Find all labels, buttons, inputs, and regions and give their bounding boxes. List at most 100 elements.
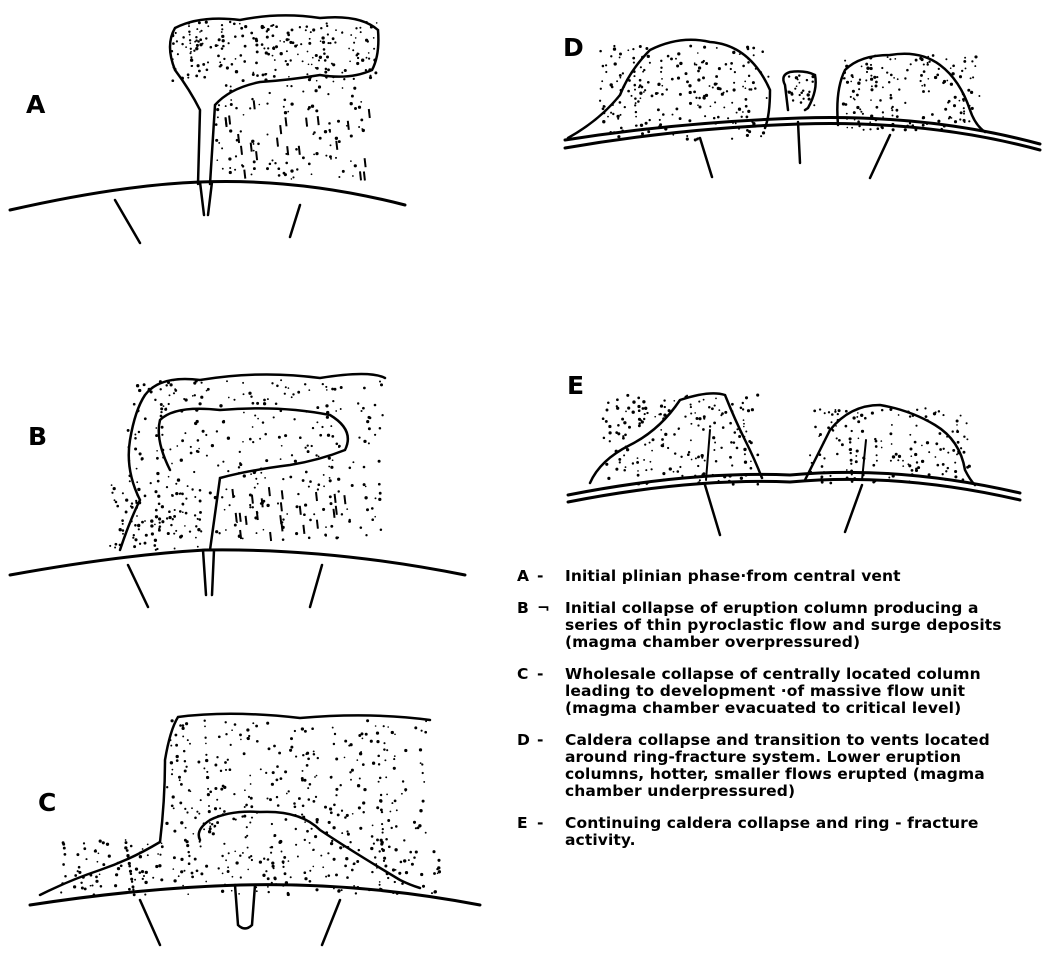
stipple-dot: [266, 722, 269, 725]
stipple-dot: [279, 840, 282, 843]
panel-label-a: A: [26, 92, 45, 117]
stipple-dot: [371, 507, 374, 510]
stipple-dot: [234, 524, 237, 527]
stipple-dot: [229, 768, 232, 771]
stipple-dot: [963, 60, 966, 63]
stipple-dot: [732, 483, 735, 486]
stipple-dot: [263, 858, 265, 860]
stipple-dot: [225, 84, 228, 87]
stipple-dot: [363, 483, 366, 486]
stipple-dot: [195, 39, 197, 41]
stipple-dot: [197, 546, 199, 548]
stipple-dot: [287, 31, 290, 34]
stipple-dot: [651, 468, 653, 470]
stipple-dot: [396, 809, 398, 811]
stipple-dot: [263, 402, 266, 405]
stipple-dot: [77, 870, 79, 872]
stipple-dot: [366, 719, 369, 722]
stipple-dot: [203, 828, 205, 830]
stipple-dot: [350, 102, 353, 105]
stipple-dot: [330, 842, 333, 845]
stipple-dot: [752, 47, 755, 50]
stipple-dot: [413, 856, 416, 859]
stipple-dot: [738, 128, 740, 130]
fallout-streak: [251, 143, 252, 152]
stipple-dot: [376, 806, 379, 809]
stipple-dot: [174, 734, 177, 737]
fallout-streak: [364, 172, 365, 181]
stipple-dot: [892, 106, 894, 108]
stipple-dot: [111, 492, 113, 494]
stipple-dot: [156, 457, 159, 460]
stipple-dot: [283, 106, 285, 108]
stipple-dot: [744, 473, 747, 476]
stipple-dot: [851, 74, 854, 77]
stipple-dot: [891, 114, 893, 116]
stipple-dot: [396, 892, 399, 895]
stipple-dot: [209, 825, 211, 827]
stipple-dot: [102, 863, 105, 866]
stipple-dot: [159, 854, 161, 856]
stipple-dot: [358, 126, 360, 128]
stipple-dot: [346, 876, 349, 879]
stipple-dot: [130, 505, 132, 507]
stipple-dot: [635, 116, 637, 118]
stipple-dot: [829, 475, 831, 477]
stipple-dot: [644, 443, 646, 445]
stipple-dot: [384, 865, 387, 868]
stipple-dot: [709, 85, 711, 87]
stipple-dot: [310, 31, 312, 33]
stipple-dot: [60, 891, 62, 893]
stipple-dot: [204, 726, 206, 728]
stipple-dot: [316, 80, 318, 82]
legend-key: A: [517, 568, 529, 585]
stipple-dot: [313, 513, 315, 515]
stipple-dot: [138, 501, 141, 504]
stipple-dot: [819, 434, 821, 436]
stipple-dot: [243, 60, 246, 63]
stipple-dot: [316, 775, 318, 777]
stipple-dot: [635, 102, 637, 104]
stipple-dot: [179, 510, 182, 513]
stipple-dot: [328, 122, 331, 125]
stipple-dot: [309, 38, 311, 40]
panel-d-fault-right: [870, 135, 890, 178]
stipple-dot: [246, 737, 248, 739]
stipple-dot: [158, 864, 161, 867]
stipple-dot: [904, 102, 906, 104]
stipple-dot: [742, 111, 744, 113]
stipple-dot: [731, 138, 733, 140]
stipple-dot: [353, 87, 356, 90]
stipple-dot: [950, 67, 952, 69]
stipple-dot: [615, 431, 618, 434]
fallout-streak: [262, 498, 263, 507]
stipple-dot: [175, 32, 177, 34]
stipple-dot: [201, 382, 203, 384]
stipple-dot: [290, 876, 292, 878]
stipple-dot: [329, 479, 332, 482]
fallout-streak: [269, 487, 270, 496]
stipple-dot: [189, 530, 191, 532]
stipple-dot: [728, 474, 731, 477]
stipple-dot: [881, 127, 884, 130]
stipple-dot: [715, 460, 718, 463]
stipple-dot: [940, 128, 943, 131]
stipple-dot: [662, 417, 665, 420]
stipple-dot: [730, 68, 732, 70]
stipple-dot: [823, 471, 825, 473]
stipple-dot: [309, 519, 312, 522]
stipple-dot: [269, 163, 272, 166]
stipple-dot: [970, 77, 972, 79]
stipple-dot: [922, 124, 925, 127]
stipple-dot: [916, 409, 918, 411]
stipple-dot: [645, 469, 647, 471]
stipple-dot: [366, 21, 368, 23]
stipple-dot: [126, 849, 129, 852]
stipple-dot: [339, 784, 341, 786]
stipple-dot: [358, 849, 360, 851]
stipple-dot: [215, 123, 218, 126]
stipple-dot: [419, 809, 422, 812]
stipple-dot: [173, 515, 176, 518]
stipple-dot: [253, 150, 255, 152]
stipple-dot: [814, 426, 817, 429]
